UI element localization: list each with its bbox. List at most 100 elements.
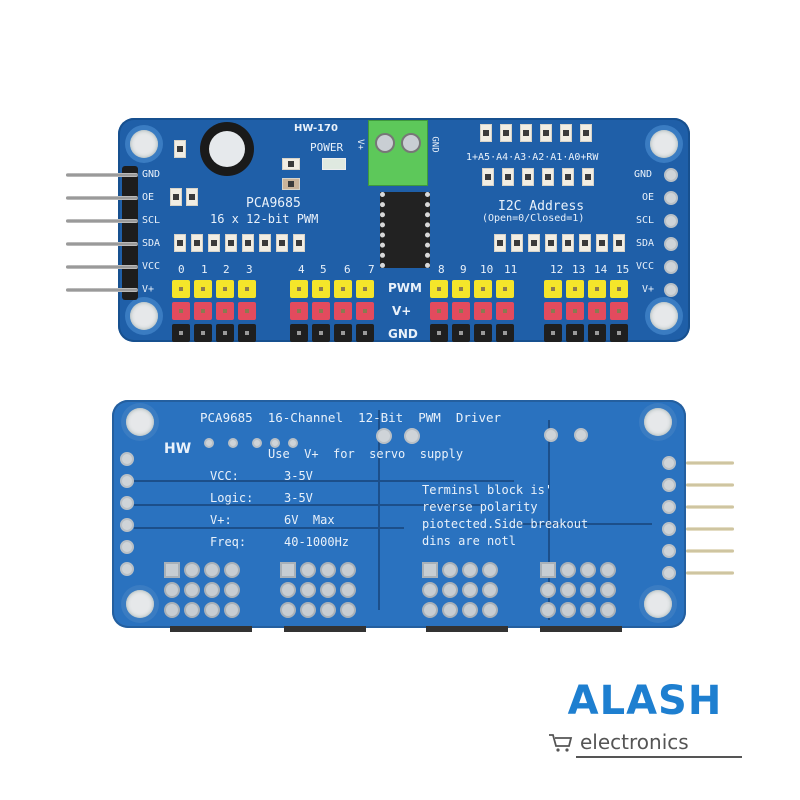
power-label: POWER	[310, 141, 344, 154]
smd-resistor	[186, 188, 198, 206]
mounting-hole	[644, 408, 672, 436]
spec-value-logic: 3-5V	[284, 491, 313, 505]
back-header-pin[interactable]	[686, 527, 734, 531]
channel-number: 3	[246, 263, 253, 276]
back-header-pin[interactable]	[686, 505, 734, 509]
left-edge-pad	[120, 496, 134, 510]
right-pad	[664, 283, 678, 297]
channel-number: 0	[178, 263, 185, 276]
back-title: PCA9685 16-Channel 12-Bit PWM Driver	[200, 410, 502, 425]
spec-key-vcc: VCC:	[210, 469, 239, 483]
header-pin-vplus[interactable]	[66, 288, 138, 292]
channel-number: 1	[201, 263, 208, 276]
back-header-pin[interactable]	[686, 483, 734, 487]
channel-number: 6	[344, 263, 351, 276]
header-base	[540, 626, 622, 632]
mounting-hole	[650, 302, 678, 330]
smd-capacitor	[282, 178, 300, 190]
right-pad	[664, 214, 678, 228]
pca9685-chip	[380, 192, 430, 268]
left-pin-header	[122, 166, 138, 300]
right-pad	[664, 191, 678, 205]
header-base	[170, 626, 252, 632]
screw-terminal-gnd[interactable]	[401, 133, 421, 153]
mounting-hole	[126, 590, 154, 618]
shopping-cart-icon	[548, 732, 574, 754]
right-edge-pad	[662, 522, 676, 536]
channel-number: 11	[504, 263, 518, 276]
chip-label: PCA9685	[246, 196, 301, 211]
mounting-hole	[650, 130, 678, 158]
smd-resistor	[282, 158, 300, 170]
mounting-hole	[130, 130, 158, 158]
back-header-pin[interactable]	[686, 549, 734, 553]
right-label-vplus: V+	[642, 284, 655, 295]
right-edge-pad	[662, 456, 676, 470]
note-line: piotected.Side breakout	[422, 517, 589, 531]
right-label-gnd: GND	[634, 169, 653, 180]
channel-number: 8	[438, 263, 445, 276]
left-label-vplus: V+	[142, 284, 155, 295]
back-header-pin[interactable]	[686, 461, 734, 465]
smd-resistor	[174, 140, 186, 158]
channel-number: 4	[298, 263, 305, 276]
hw-label: HW	[164, 441, 192, 457]
right-label-scl: SCL	[636, 215, 655, 226]
servo-note: Use V+ for servo supply	[268, 447, 464, 461]
back-header-pin[interactable]	[686, 571, 734, 575]
left-edge-pad	[120, 474, 134, 488]
spec-value-vplus: 6V Max	[284, 513, 335, 527]
channel-number: 5	[320, 263, 327, 276]
spec-key-logic: Logic:	[210, 491, 254, 505]
model-label: HW-170	[294, 123, 338, 134]
row-label-vplus: V+	[392, 304, 412, 318]
channel-number: 13	[572, 263, 586, 276]
address-jumper-labels: 1+A5·A4·A3·A2·A1·A0+RW	[466, 152, 599, 163]
spec-key-vplus: V+:	[210, 513, 232, 527]
right-pad	[664, 237, 678, 251]
power-led	[322, 158, 346, 170]
header-pin-sda[interactable]	[66, 242, 138, 246]
right-pad	[664, 168, 678, 182]
terminal-block	[368, 120, 428, 186]
row-label-pwm: PWM	[388, 281, 422, 295]
header-pin-scl[interactable]	[66, 219, 138, 223]
mounting-hole	[644, 590, 672, 618]
channel-number: 10	[480, 263, 494, 276]
channel-number: 15	[616, 263, 630, 276]
right-label-sda: SDA	[636, 238, 655, 249]
left-label-gnd: GND	[142, 169, 161, 180]
channel-number: 12	[550, 263, 564, 276]
chip-sublabel: 16 x 12-bit PWM	[210, 212, 319, 226]
header-base	[426, 626, 508, 632]
right-edge-pad	[662, 544, 676, 558]
electrolytic-capacitor	[200, 122, 254, 176]
header-pin-gnd[interactable]	[66, 173, 138, 177]
header-pin-oe[interactable]	[66, 196, 138, 200]
address-label: I2C Address	[498, 199, 585, 214]
back-pcb-board: PCA9685 16-Channel 12-Bit PWM Driver HW …	[112, 400, 686, 628]
right-label-oe: OE	[642, 192, 655, 203]
brand-logo: ALASH electronics	[548, 680, 748, 760]
left-label-oe: OE	[142, 192, 155, 203]
smd-resistor	[170, 188, 182, 206]
header-base	[284, 626, 366, 632]
left-edge-pad	[120, 452, 134, 466]
left-label-vcc: VCC	[142, 261, 161, 272]
spec-key-freq: Freq:	[210, 535, 247, 549]
left-edge-pad	[120, 518, 134, 532]
left-edge-pad	[120, 562, 134, 576]
channel-number: 14	[594, 263, 608, 276]
channel-number: 9	[460, 263, 467, 276]
terminal-label-gnd: GND	[429, 136, 440, 153]
right-pad	[664, 260, 678, 274]
mounting-hole	[126, 408, 154, 436]
right-edge-pad	[662, 500, 676, 514]
address-sublabel: (Open=0/Closed=1)	[482, 213, 585, 224]
brand-name: ALASH	[567, 678, 723, 724]
mounting-hole	[130, 302, 158, 330]
header-pin-vcc[interactable]	[66, 265, 138, 269]
left-edge-pad	[120, 540, 134, 554]
spec-value-freq: 40-1000Hz	[284, 535, 350, 549]
screw-terminal-vplus[interactable]	[375, 133, 395, 153]
